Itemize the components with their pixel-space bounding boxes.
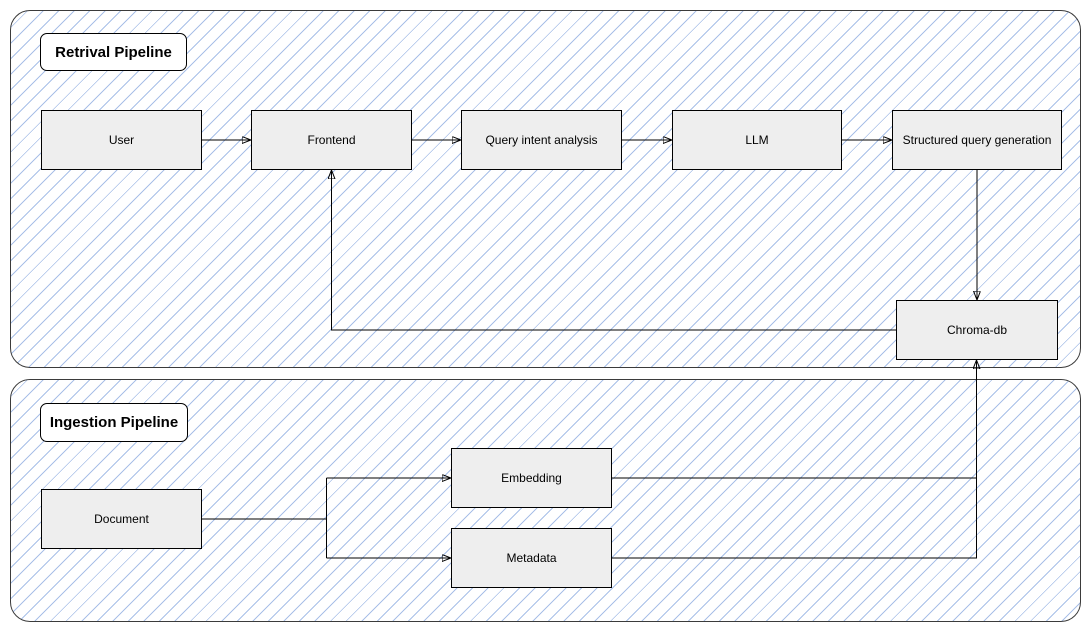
- retrieval-pipeline-title: Retrival Pipeline: [55, 43, 172, 61]
- node-llm-label: LLM: [745, 132, 769, 147]
- node-query-intent-analysis-label: Query intent analysis: [485, 132, 598, 147]
- node-document-label: Document: [94, 511, 149, 526]
- node-structured-query-generation[interactable]: Structured query generation: [892, 110, 1062, 170]
- node-chroma-db-label: Chroma-db: [946, 322, 1008, 337]
- node-frontend-label: Frontend: [307, 132, 356, 147]
- node-chroma-db[interactable]: Chroma-db: [896, 300, 1058, 360]
- node-user-label: User: [108, 132, 135, 147]
- node-structured-query-generation-label: Structured query generation: [902, 132, 1052, 147]
- node-user[interactable]: User: [41, 110, 202, 170]
- ingestion-pipeline-title: Ingestion Pipeline: [49, 414, 179, 431]
- retrieval-pipeline-label[interactable]: Retrival Pipeline: [40, 33, 187, 71]
- node-metadata[interactable]: Metadata: [451, 528, 612, 588]
- node-frontend[interactable]: Frontend: [251, 110, 412, 170]
- node-query-intent-analysis[interactable]: Query intent analysis: [461, 110, 622, 170]
- node-embedding[interactable]: Embedding: [451, 448, 612, 508]
- node-document[interactable]: Document: [41, 489, 202, 549]
- node-metadata-label: Metadata: [506, 550, 557, 565]
- node-embedding-label: Embedding: [501, 470, 562, 485]
- ingestion-pipeline-label[interactable]: Ingestion Pipeline: [40, 403, 188, 442]
- node-llm[interactable]: LLM: [672, 110, 842, 170]
